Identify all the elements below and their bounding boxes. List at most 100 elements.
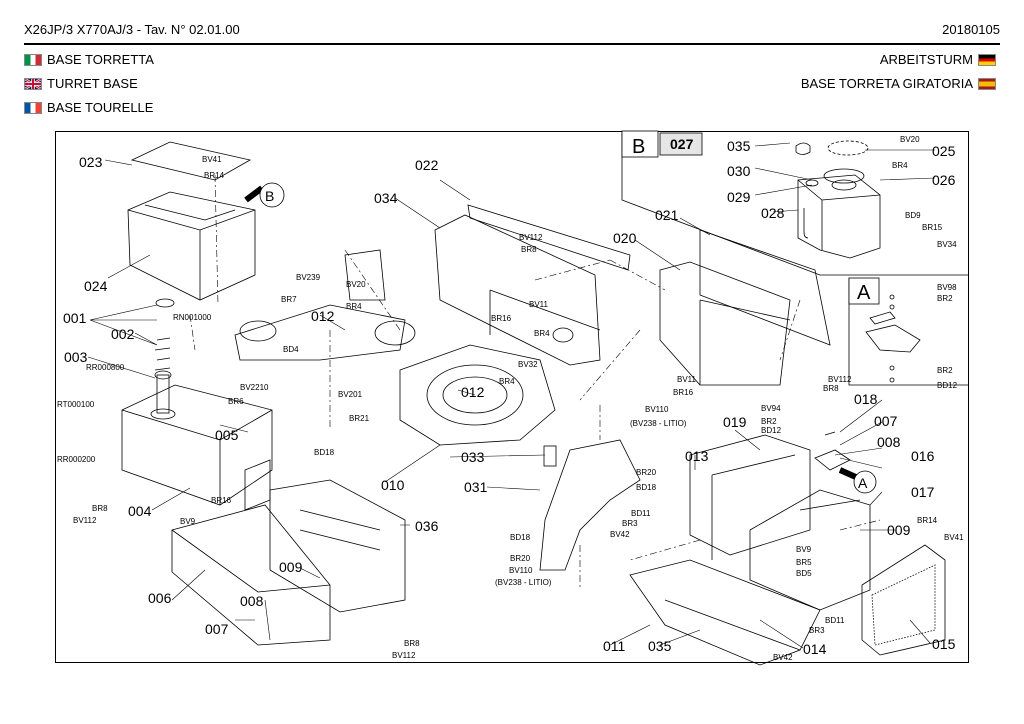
label-part: 013: [685, 448, 709, 464]
callout-a-letter: A: [858, 475, 868, 491]
part-020: [659, 261, 791, 386]
label-code: BV9: [796, 545, 812, 554]
label-code: BR5: [796, 558, 812, 567]
header-rule: [24, 43, 1000, 45]
label-code: BD11: [825, 616, 845, 625]
uk-flag-icon: [24, 77, 42, 90]
label-code: BR8: [404, 639, 420, 648]
label-code: BR2: [761, 417, 777, 426]
label-code: BV112: [519, 233, 543, 242]
inset-b-letter: B: [632, 136, 645, 158]
label-code: BV112: [828, 375, 852, 384]
italy-flag-icon: [24, 53, 42, 66]
label-code: BR8: [92, 504, 108, 513]
label-part: 005: [215, 427, 239, 443]
inset-b-panel: B 027: [621, 130, 969, 276]
title-en-text: TURRET BASE: [47, 76, 138, 91]
france-flag-icon: [24, 101, 42, 114]
label-code: BD12: [937, 381, 958, 390]
label-code: BV201: [338, 390, 363, 399]
callout-b-letter: B: [265, 188, 274, 204]
label-code: BR16: [673, 388, 694, 397]
label-part: 024: [84, 278, 108, 294]
part-017: [749, 489, 871, 611]
label-code: RR000200: [57, 455, 96, 464]
label-code: BD9: [905, 211, 921, 220]
label-part: 001: [63, 310, 87, 326]
label-code: BV112: [73, 516, 97, 525]
label-code: BV98: [937, 283, 957, 292]
label-part: 007: [874, 413, 898, 429]
label-code: BV34: [937, 240, 957, 249]
title-de: ARBEITSTURM: [880, 52, 996, 67]
label-code: BV110: [509, 566, 533, 575]
label-part: 007: [205, 621, 229, 637]
title-fr: BASE TOURELLE: [24, 100, 153, 115]
part-011: [629, 559, 821, 666]
part-012-arm: [234, 249, 416, 361]
label-part: 019: [723, 414, 747, 430]
label-part: 002: [111, 326, 135, 342]
title-it-text: BASE TORRETTA: [47, 52, 154, 67]
label-code: BR8: [823, 384, 839, 393]
label-code: (BV238 - LITIO): [630, 419, 687, 428]
label-part: 035: [727, 138, 751, 154]
inset-b-code: 027: [670, 136, 694, 152]
label-part: 006: [148, 590, 172, 606]
label-code: BV20: [346, 280, 366, 289]
label-part: 031: [464, 479, 488, 495]
label-part: 030: [727, 163, 751, 179]
label-part: 008: [877, 434, 901, 450]
label-part: 026: [932, 172, 956, 188]
label-part: 025: [932, 143, 956, 159]
label-code: BD18: [510, 533, 531, 542]
part-023: [130, 141, 252, 181]
label-part: 028: [761, 205, 785, 221]
label-code: BV9: [180, 517, 196, 526]
header-date: 20180105: [942, 22, 1000, 37]
label-code: BR3: [809, 626, 825, 635]
label-code: BR16: [211, 496, 232, 505]
label-code: BR16: [491, 314, 512, 323]
label-part: 003: [64, 349, 88, 365]
label-code: BR8: [521, 245, 537, 254]
label-code: BD18: [314, 448, 335, 457]
label-code: BV32: [518, 360, 538, 369]
label-code: BD11: [631, 509, 651, 518]
part-021: [699, 229, 831, 346]
label-part: 009: [279, 559, 303, 575]
label-code: RN001000: [173, 313, 212, 322]
callout-a: A: [838, 467, 877, 494]
label-part: 023: [79, 154, 103, 170]
label-part: 021: [655, 207, 679, 223]
title-fr-text: BASE TOURELLE: [47, 100, 154, 115]
leader-lines: [87, 142, 936, 649]
part-006: [171, 504, 331, 646]
label-code: BV110: [645, 405, 669, 414]
label-code: BR4: [892, 161, 908, 170]
part-019: [689, 434, 811, 560]
label-part: 011: [603, 638, 626, 654]
header-title: X26JP/3 X770AJ/3 - Tav. N° 02.01.00: [24, 22, 240, 37]
label-code: BV41: [202, 155, 222, 164]
label-part: 009: [887, 522, 911, 538]
label-code: BD5: [796, 569, 812, 578]
inset-a-panel: A: [848, 277, 969, 386]
label-part: 008: [240, 593, 264, 609]
label-code: BV94: [761, 404, 781, 413]
part-013: [539, 439, 641, 571]
label-part: 015: [932, 636, 956, 652]
part-018: [824, 431, 836, 436]
label-code: BR14: [917, 516, 938, 525]
label-code: BR15: [922, 223, 943, 232]
spain-flag-icon: [978, 77, 996, 90]
title-es: BASE TORRETA GIRATORIA: [801, 76, 996, 91]
label-code: BV11: [529, 300, 549, 309]
part-024: [127, 191, 256, 301]
label-part: 029: [727, 189, 751, 205]
part-009-036: [244, 459, 406, 613]
label-part: 012: [311, 308, 335, 324]
label-part: 014: [803, 641, 827, 657]
